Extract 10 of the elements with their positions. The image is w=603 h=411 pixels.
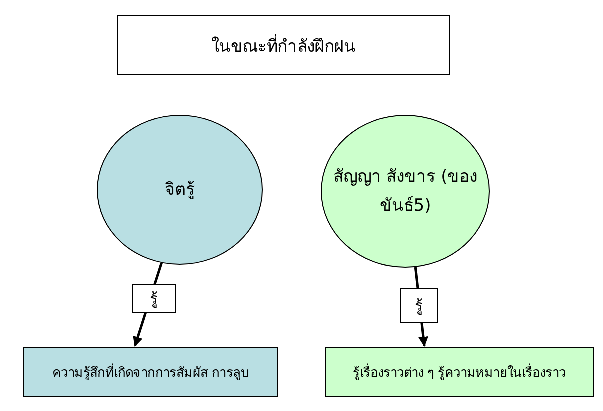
result-box bbox=[23, 347, 278, 397]
edge-label: รู้ bbox=[400, 288, 438, 323]
result-box bbox=[325, 347, 594, 397]
node-text: สัญญา สังขาร (ของขันธ์5) bbox=[332, 166, 479, 218]
edge-label: รู้ bbox=[132, 284, 176, 313]
node-text: ความรู้สึกที่เกิดจากการสัมผัส การลูบ bbox=[52, 362, 249, 382]
node-text: จิตรู้ bbox=[165, 178, 195, 202]
node-text: ในขณะที่กำลังฝึกฝน bbox=[211, 34, 356, 58]
node-text: รู้เรื่องราวต่าง ๆ รู้ความหมายในเรื่องราว bbox=[353, 362, 566, 382]
title-box bbox=[117, 15, 450, 75]
